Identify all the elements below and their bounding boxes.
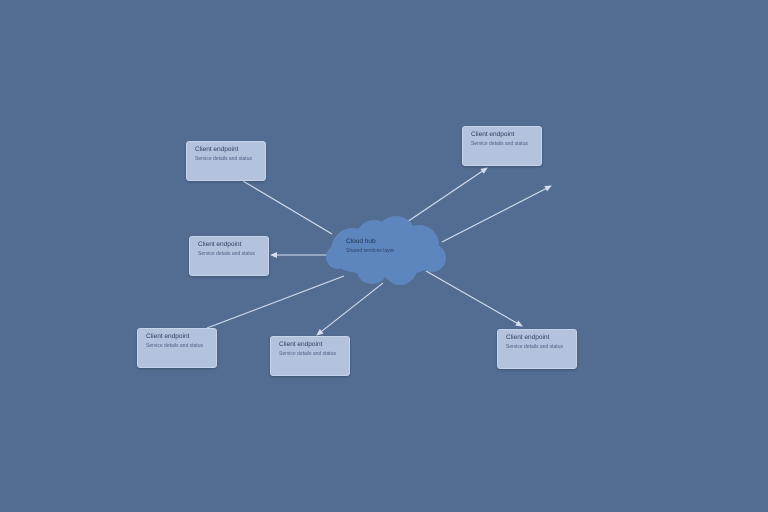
hub-description: Shared services layer [346,248,395,254]
hub-label: Cloud hub Shared services layer [346,238,436,255]
node-top-right[interactable]: Client endpoint Service details and stat… [462,126,542,166]
node-title: Client endpoint [146,333,190,340]
node-description: Service details and status [506,344,563,350]
node-title: Client endpoint [195,146,239,153]
node-description: Service details and status [198,251,255,257]
node-title: Client endpoint [506,334,550,341]
connector-hub-to-node-top-left [242,180,333,235]
node-top-left[interactable]: Client endpoint Service details and stat… [186,141,266,181]
node-mid-left[interactable]: Client endpoint Service details and stat… [189,236,269,276]
node-title: Client endpoint [198,241,242,248]
hub-title: Cloud hub [346,238,376,245]
connector-hub-to-node-bottom-left [206,275,345,329]
node-bottom-left[interactable]: Client endpoint Service details and stat… [137,328,217,368]
node-description: Service details and status [471,141,528,147]
cloud-shape [326,216,446,285]
node-description: Service details and status [195,156,252,162]
node-bottom-center[interactable]: Client endpoint Service details and stat… [270,336,350,376]
connectors [206,167,552,336]
node-title: Client endpoint [279,341,323,348]
node-description: Service details and status [146,343,203,349]
connector-hub-to-node-bottom-center [316,282,384,336]
connector-hub-to-node-right-open [441,185,552,243]
node-bottom-right[interactable]: Client endpoint Service details and stat… [497,329,577,369]
connector-hub-to-node-top-right [403,167,488,225]
connector-hub-to-node-bottom-right [425,270,523,327]
node-description: Service details and status [279,351,336,357]
node-title: Client endpoint [471,131,515,138]
